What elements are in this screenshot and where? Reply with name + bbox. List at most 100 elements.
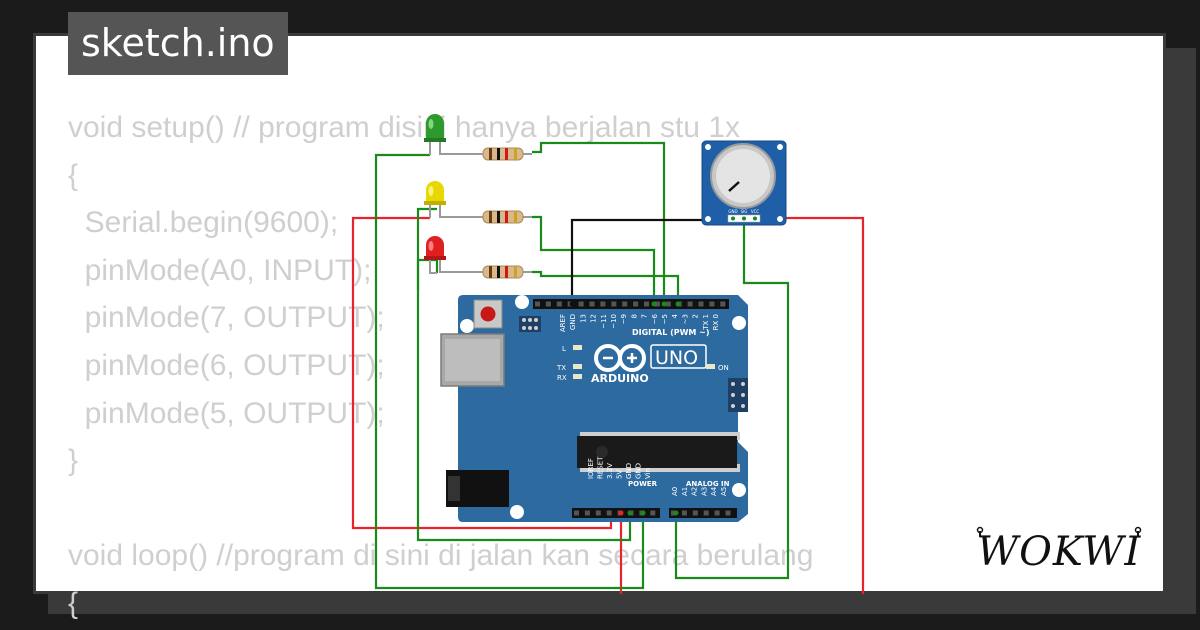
- pin-label: 5V: [616, 470, 624, 479]
- led-label-tx: TX: [556, 364, 566, 372]
- pin-label: 4: [671, 313, 679, 318]
- pin-label: TX 1: [702, 314, 710, 331]
- pin-label: 2: [692, 314, 700, 318]
- wire-gnd-green-c: [416, 258, 439, 290]
- pin-label: A1: [681, 487, 689, 496]
- wire-pin7-green: [532, 141, 666, 303]
- header-pin: [556, 301, 562, 307]
- pin-label: GND: [635, 463, 643, 479]
- sketch-filename: sketch.ino: [68, 12, 288, 75]
- header-pin: [584, 510, 590, 516]
- header-pin: [574, 510, 579, 516]
- header-pin: [681, 510, 687, 516]
- resistor-1: [445, 147, 532, 161]
- wire-pin5-green: [532, 270, 680, 303]
- header-pin: [714, 510, 720, 516]
- header-pin: [703, 510, 709, 516]
- header-pin: [600, 301, 606, 307]
- pot-pin-label: GND: [728, 209, 737, 214]
- header-pin: [687, 301, 693, 307]
- power-header-label: POWER: [628, 480, 658, 488]
- analog-header-label: ANALOG IN: [686, 480, 730, 488]
- arduino-logo: [594, 344, 646, 372]
- pot-pin-label: VCC: [751, 209, 760, 214]
- on-label: ON: [718, 364, 729, 372]
- onboard-leds: L TX RX ON: [556, 345, 729, 382]
- code-line: }: [68, 444, 79, 478]
- header-pin: [665, 301, 671, 307]
- code-line: void setup() // program disini hanya ber…: [68, 111, 741, 144]
- header-pin: [633, 301, 639, 307]
- header-pin: [698, 301, 704, 307]
- wires: [351, 141, 865, 594]
- pin-label: 3.3V: [606, 463, 614, 479]
- wire-gnd-green-b: [416, 207, 632, 542]
- resistor-2: [445, 210, 532, 224]
- power-header: [572, 508, 660, 518]
- header-pin: [578, 301, 584, 307]
- wokwi-logo-text: WOKWI: [977, 529, 1141, 575]
- pin-label: ~10: [610, 314, 618, 329]
- pin-label: IOREF: [587, 458, 595, 479]
- pin-label: ~6: [651, 313, 659, 324]
- digital-header-label: DIGITAL (PWM ~): [632, 328, 710, 337]
- header-pin: [535, 301, 540, 307]
- potentiometer: GND SIG VCC: [701, 140, 787, 226]
- circuit-diagram: GND SIG VCC: [351, 114, 865, 594]
- digital-header: [533, 299, 729, 309]
- wokwi-logo: WOKWI: [976, 526, 1142, 575]
- header-pin: [720, 301, 726, 307]
- pin-label: RX 0: [712, 314, 720, 330]
- pin-label: 7: [641, 314, 649, 318]
- led-label-l: L: [562, 345, 566, 353]
- header-pin: [611, 301, 617, 307]
- header-pin: [650, 510, 656, 516]
- header-pin: [606, 510, 612, 516]
- led-green: [424, 114, 446, 155]
- header-pin: [692, 510, 698, 516]
- pin-label: RESET: [597, 456, 605, 479]
- pin-label: GND: [625, 463, 633, 479]
- pin-label: 13: [579, 314, 587, 323]
- pin-label: A4: [710, 486, 718, 496]
- header-pin: [725, 510, 731, 516]
- pin-label: A5: [720, 487, 728, 496]
- board-model: UNO: [655, 347, 698, 369]
- pin-label: 8: [630, 314, 638, 318]
- pin-label: ~3: [681, 314, 689, 324]
- analog-header: [669, 508, 737, 518]
- code-line: Serial.begin(9600);: [68, 206, 339, 240]
- led-yellow: [424, 181, 446, 218]
- pin-label: GND: [569, 314, 577, 330]
- resistor-3: [445, 265, 532, 279]
- code-line: pinMode(A0, INPUT);: [68, 253, 372, 287]
- wire-pin6-green: [532, 215, 656, 303]
- pin-label: ~5: [661, 314, 669, 324]
- code-line: pinMode(7, OUTPUT);: [68, 301, 385, 335]
- wire-vcc-red: [757, 216, 865, 594]
- header-pin: [589, 301, 595, 307]
- pin-label: 12: [590, 314, 598, 323]
- atmega-chip: [577, 432, 740, 472]
- pot-pointer: [728, 181, 740, 192]
- wire-gnd-black: [570, 218, 730, 303]
- header-pin: [644, 301, 649, 307]
- wire-a0-green: [674, 220, 790, 580]
- board-brand: ARDUINO: [591, 372, 649, 385]
- pin-label: AREF: [559, 314, 567, 332]
- reset-button: [473, 299, 503, 329]
- pin-label: Vin: [644, 468, 652, 479]
- pin-label: A3: [700, 487, 708, 496]
- header-pin: [622, 301, 628, 307]
- code-line: pinMode(6, OUTPUT);: [68, 348, 385, 382]
- led-red: [424, 236, 446, 274]
- header-pin: [595, 510, 601, 516]
- code-line: {: [68, 586, 79, 620]
- header-pin: [545, 301, 551, 307]
- wire-gnd-green-a: [374, 153, 645, 590]
- resistors: [445, 147, 532, 279]
- code-line: {: [68, 158, 79, 192]
